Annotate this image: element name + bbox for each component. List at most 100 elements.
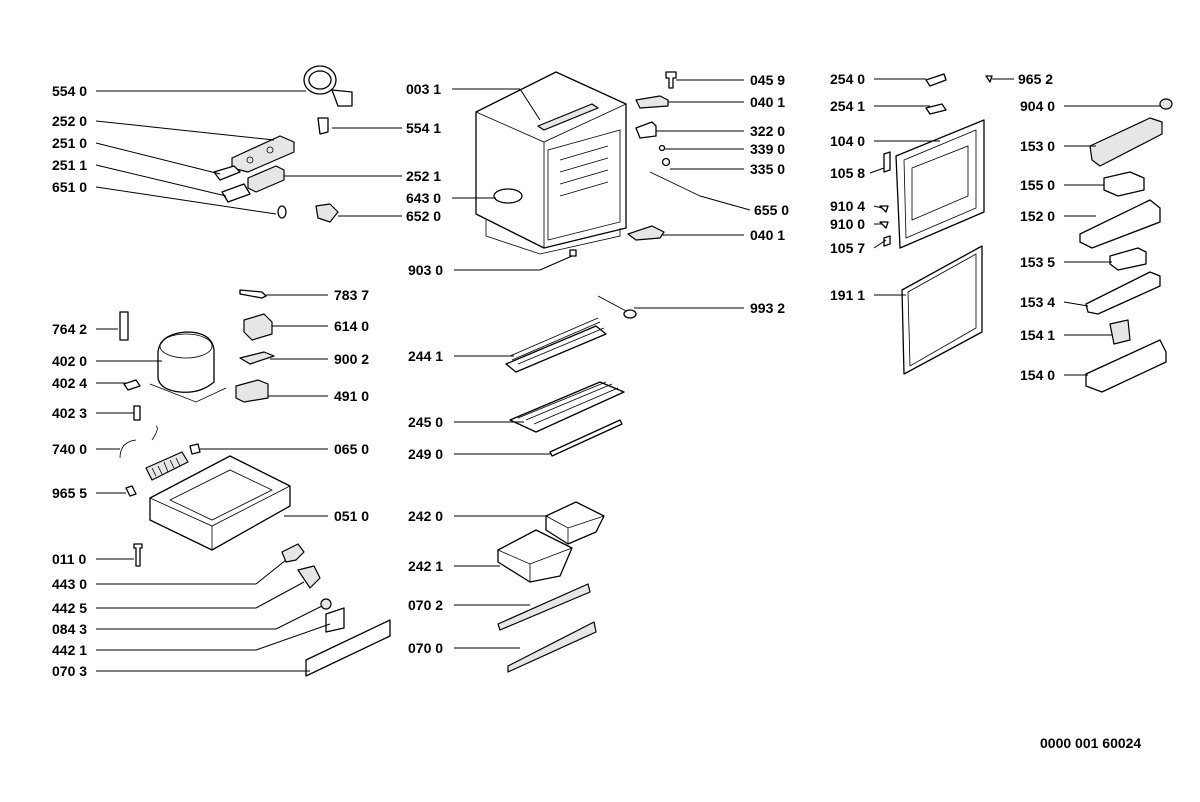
hinge-cap-drawing [925, 103, 947, 115]
label-011-0: 011 0 [52, 551, 86, 567]
label-003-1: 003 1 [406, 81, 441, 97]
label-993-2: 993 2 [750, 300, 785, 316]
label-254-0: 254 0 [830, 71, 865, 87]
bottom-shelf-drawing [1085, 339, 1167, 393]
label-442-5: 442 5 [52, 600, 87, 616]
relay-drawing [243, 313, 273, 341]
label-244-1: 244 1 [408, 348, 443, 364]
lamp-holder-drawing [315, 203, 339, 223]
washer-drawing [661, 157, 671, 167]
switch-drawing [297, 565, 321, 589]
plate-drawing [325, 607, 345, 633]
label-045-9: 045 9 [750, 72, 785, 88]
clip-small-drawing [133, 405, 141, 421]
fuse-drawing [189, 443, 201, 455]
label-105-7: 105 7 [830, 240, 865, 256]
door-gasket-drawing [901, 245, 983, 375]
label-651-0: 651 0 [52, 179, 87, 195]
label-070-0: 070 0 [408, 640, 443, 656]
small-shelf-drawing [1109, 247, 1147, 271]
label-402-0: 402 0 [52, 353, 87, 369]
label-070-3: 070 3 [52, 663, 87, 679]
label-153-0: 153 0 [1020, 138, 1055, 154]
sensor-tube-drawing [239, 289, 267, 299]
label-084-3: 084 3 [52, 621, 87, 637]
label-335-0: 335 0 [750, 161, 785, 177]
label-443-0: 443 0 [52, 576, 87, 592]
label-900-2: 900 2 [334, 351, 369, 367]
cover-drawing [247, 165, 285, 193]
label-764-2: 764 2 [52, 321, 87, 337]
reference-number: 0000 001 60024 [1040, 735, 1141, 751]
drawer-large-drawing [497, 529, 573, 583]
label-491-0: 491 0 [334, 388, 369, 404]
bottle-shelf-drawing [1085, 271, 1161, 315]
pin-door-drawing [883, 235, 891, 247]
cabinet-drawing [475, 71, 627, 255]
base-tray-drawing [149, 455, 291, 551]
label-965-2: 965 2 [1018, 71, 1053, 87]
screw-door-b-drawing [879, 221, 889, 229]
condenser-coil-drawing [119, 425, 189, 481]
pin-drawing [569, 249, 577, 257]
label-153-5: 153 5 [1020, 254, 1055, 270]
label-903-0: 903 0 [408, 262, 443, 278]
wire-shelf-drawing [509, 381, 625, 433]
label-652-0: 652 0 [406, 208, 441, 224]
label-251-0: 251 0 [52, 135, 87, 151]
label-655-0: 655 0 [754, 202, 789, 218]
label-252-1: 252 1 [406, 168, 441, 184]
label-245-0: 245 0 [408, 414, 443, 430]
compressor-drawing [149, 331, 227, 403]
relay-cover-drawing [235, 379, 269, 403]
egg-tray-drawing [1103, 171, 1145, 197]
label-152-0: 152 0 [1020, 208, 1055, 224]
label-322-0: 322 0 [750, 123, 785, 139]
label-783-7: 783 7 [334, 287, 369, 303]
label-904-0: 904 0 [1020, 98, 1055, 114]
foot-drawing [125, 485, 137, 497]
label-249-0: 249 0 [408, 446, 443, 462]
divider-drawing [1109, 319, 1131, 345]
cable-plug-drawing [623, 309, 637, 319]
label-614-0: 614 0 [334, 318, 369, 334]
glass-shelf-drawing [505, 317, 607, 373]
label-065-0: 065 0 [334, 441, 369, 457]
label-254-1: 254 1 [830, 98, 865, 114]
label-402-4: 402 4 [52, 375, 87, 391]
fan-ring-drawing [303, 65, 353, 107]
bracket-door-drawing [883, 151, 891, 173]
screw-door-a-drawing [879, 205, 889, 213]
label-155-0: 155 0 [1020, 177, 1055, 193]
knob-drawing [213, 165, 241, 181]
nut-drawing [320, 598, 332, 610]
part-labels: 554 0 252 0 251 0 251 1 651 0 554 1 252 … [52, 71, 1055, 679]
label-105-8: 105 8 [830, 165, 865, 181]
label-242-0: 242 0 [408, 508, 443, 524]
label-104-0: 104 0 [830, 133, 865, 149]
screw-small-drawing [658, 144, 666, 152]
label-402-3: 402 3 [52, 405, 87, 421]
label-643-0: 643 0 [406, 190, 441, 206]
plug-drawing [985, 75, 993, 83]
cap-round-drawing [1159, 98, 1173, 110]
screw-drawing [665, 71, 677, 89]
screw-long-drawing [133, 543, 143, 567]
label-442-1: 442 1 [52, 642, 87, 658]
bulb-drawing [277, 205, 287, 219]
leader-lines [95, 78, 1160, 672]
label-554-0: 554 0 [52, 83, 87, 99]
label-040-1-a: 040 1 [750, 94, 785, 110]
door-shelf-drawing [1079, 199, 1161, 249]
label-153-4: 153 4 [1020, 294, 1055, 310]
bracket-drawing [635, 121, 657, 139]
label-242-1: 242 1 [408, 558, 443, 574]
butter-lid-drawing [1089, 117, 1163, 167]
thermostat-clip-drawing [281, 543, 305, 563]
thermostat-housing-drawing [231, 135, 295, 173]
label-051-0: 051 0 [334, 508, 369, 524]
label-910-4: 910 4 [830, 198, 865, 214]
flap-upper-drawing [497, 583, 591, 631]
shelf-rail-drawing [549, 419, 623, 457]
